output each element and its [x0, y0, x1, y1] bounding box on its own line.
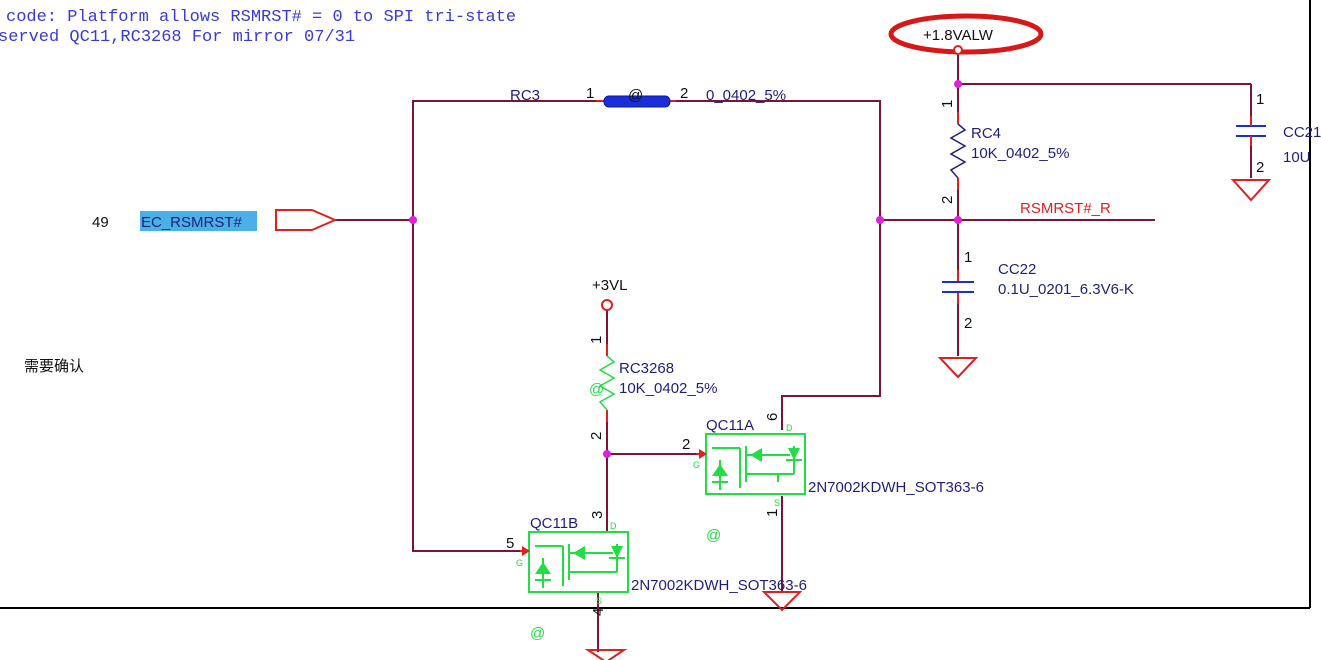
qc11b-g-letter: G — [516, 558, 523, 568]
qc11a-body — [705, 433, 806, 495]
cc21-pin1: 1 — [1256, 91, 1264, 108]
power-1v8: +1.8VALW — [888, 13, 1044, 55]
rc4-pin2: 2 — [939, 196, 956, 204]
input-net-label[interactable]: EC_RSMRST# — [141, 214, 243, 231]
qc11b-ref: QC11B — [530, 515, 578, 532]
qc11b-value: 2N7002KDWH_SOT363-6 — [631, 577, 807, 594]
rc3268-resistor[interactable]: 1 2 RC3268 10K_0402_5% @ — [588, 336, 717, 440]
rc3-pin2: 2 — [680, 85, 688, 102]
qc11a-s-letter: S — [774, 498, 780, 508]
qc11a-g-letter: G — [693, 460, 700, 470]
jumper-body-icon — [603, 95, 671, 108]
rc3268-value: 10K_0402_5% — [619, 380, 717, 397]
port-arrow-icon — [275, 209, 338, 231]
note-chinese: 需要确认 — [24, 358, 84, 375]
qc11a-value: 2N7002KDWH_SOT363-6 — [808, 479, 984, 496]
qc11b-mark: @ — [530, 625, 545, 642]
rc3268-mark: @ — [589, 381, 604, 398]
net-highlight — [140, 211, 257, 231]
qc11a-pin-s: 1 — [764, 509, 781, 517]
qc11a-mark: @ — [706, 527, 721, 544]
cc22-value: 0.1U_0201_6.3V6-K — [998, 281, 1134, 298]
rc3-pin1: 1 — [586, 85, 594, 102]
cc21-value: 10U — [1283, 149, 1311, 166]
power-3vl-label: +3VL — [592, 277, 627, 294]
rc3268-pin2: 2 — [588, 432, 605, 440]
wires — [335, 52, 1252, 652]
rc3-ref: RC3 — [510, 87, 540, 104]
qc11a-d-letter: D — [786, 423, 793, 433]
junctions — [409, 80, 962, 458]
ground-icon — [761, 591, 803, 612]
ground-icon — [1230, 179, 1272, 202]
power-pin-icon — [601, 299, 613, 311]
rc4-value: 10K_0402_5% — [971, 145, 1069, 162]
qc11a-mosfet[interactable]: G D S QC11A 2N7002KDWH_SOT363-6 2 6 1 @ — [682, 413, 984, 612]
note-line-1: code: Platform allows RSMRST# = 0 to SPI… — [6, 8, 516, 27]
qc11b-pin-d: 3 — [589, 511, 606, 519]
power-pin-icon — [953, 45, 963, 55]
input-pin-number: 49 — [92, 214, 109, 231]
cc21-capacitor[interactable]: 1 2 CC21 10U — [1230, 91, 1321, 202]
power-1v8-label: +1.8VALW — [923, 27, 994, 44]
cc21-ref: CC21 — [1283, 124, 1321, 141]
rc4-pin1: 1 — [939, 100, 956, 108]
qc11b-pin-s: 4 — [590, 608, 607, 616]
note-line-2: served QC11,RC3268 For mirror 07/31 — [0, 28, 355, 47]
qc11a-pin-d: 6 — [764, 413, 781, 421]
output-net-label[interactable]: RSMRST#_R — [1020, 200, 1111, 217]
qc11b-d-letter: D — [610, 521, 617, 531]
rc4-resistor[interactable]: 1 2 RC4 10K_0402_5% — [939, 100, 1069, 204]
qc11b-body — [528, 531, 629, 593]
ground-icon — [937, 357, 979, 379]
input-port: 49 EC_RSMRST# — [92, 209, 338, 231]
cc22-ref: CC22 — [998, 261, 1036, 278]
resistor-zigzag-icon — [949, 123, 967, 179]
qc11b-mosfet[interactable]: G D S QC11B 2N7002KDWH_SOT363-6 5 3 4 @ — [506, 511, 807, 660]
qc11a-pin-g: 2 — [682, 436, 690, 453]
qc11b-pin-g: 5 — [506, 535, 514, 552]
cc21-pin2: 2 — [1256, 159, 1264, 176]
rc3-value: 0_0402_5% — [706, 87, 786, 104]
cc22-pin1: 1 — [964, 249, 972, 266]
rc3-resistor[interactable]: RC3 1 @ 2 0_0402_5% — [510, 85, 786, 108]
rc3268-ref: RC3268 — [619, 360, 674, 377]
qc11b-s-letter: S — [596, 596, 602, 606]
rc4-ref: RC4 — [971, 125, 1001, 142]
resistor-zigzag-icon — [598, 355, 616, 411]
rc3268-pin1: 1 — [588, 336, 605, 344]
cc22-pin2: 2 — [964, 315, 972, 332]
annotation-circle-icon — [888, 13, 1044, 55]
rc3-mark: @ — [628, 87, 643, 104]
ground-icon — [584, 649, 628, 660]
qc11a-ref: QC11A — [706, 417, 754, 434]
power-3vl: +3VL — [592, 277, 627, 311]
cc22-capacitor[interactable]: 1 2 CC22 0.1U_0201_6.3V6-K — [937, 249, 1134, 379]
